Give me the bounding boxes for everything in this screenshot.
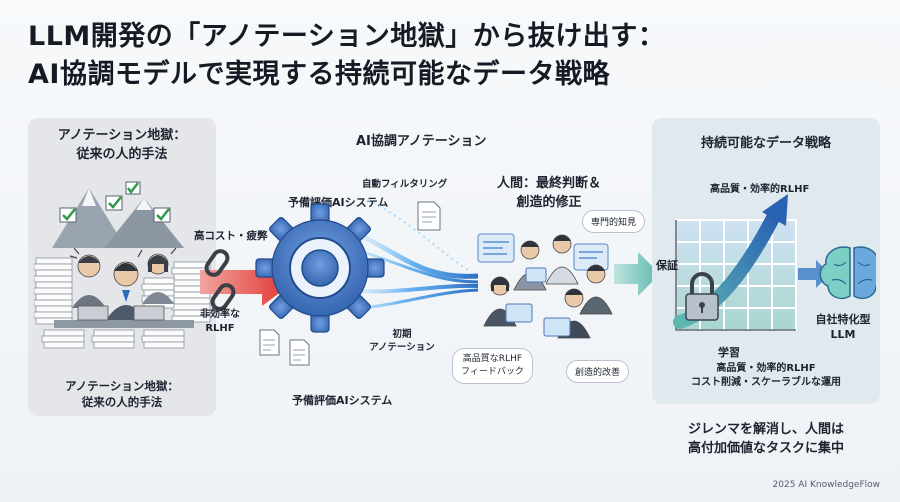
high-cost-label: 高コスト・疲弊 xyxy=(194,230,268,242)
assurance-label: 保証 xyxy=(656,259,678,272)
ai-system-label-bottom: 予備評価AIシステム xyxy=(292,394,393,407)
teal-arrow xyxy=(614,252,662,296)
human-role-label: 人間：最終判断＆ 創造的修正 xyxy=(474,174,624,212)
conclusion-line1: ジレンマを解消し、人間は xyxy=(687,422,844,437)
learning-label: 学習 xyxy=(718,346,740,359)
inefficient-line1: 非効率な xyxy=(200,309,240,320)
left-panel-header-line2: 従来の人的手法 xyxy=(76,147,168,162)
conclusion-text: ジレンマを解消し、人間は 高付加価値なタスクに集中 xyxy=(652,420,880,458)
human-line2: 創造的修正 xyxy=(516,195,582,210)
feedback-line1: 高品質なRLHF xyxy=(462,354,523,364)
document-icon xyxy=(259,201,441,366)
stressed-workers-illustration xyxy=(34,178,212,368)
improvement-bubble: 創造的改善 xyxy=(566,360,630,383)
feedback-line2: フィードバック xyxy=(461,367,524,377)
human-line1: 人間：最終判断＆ xyxy=(496,176,601,191)
initial-line1: 初期 xyxy=(392,329,412,340)
brain-icon xyxy=(819,246,876,300)
inefficient-rlhf-label: 非効率な RLHF xyxy=(196,308,244,336)
page-title-line2: AI協調モデルで実現する持続可能なデータ戦略 xyxy=(28,59,610,90)
right-bottom-label: 高品質・効率的RLHF コスト削減・スケーラブルな運用 xyxy=(652,362,880,390)
right-bottom-line2: コスト削減・スケーラブルな運用 xyxy=(691,377,841,388)
footer-credit: 2025 AI KnowledgeFlow xyxy=(772,480,880,490)
human-team-illustration xyxy=(470,222,630,352)
gear-icon xyxy=(255,203,385,333)
ai-gear-system xyxy=(228,190,488,370)
auto-filter-label: 自動フィルタリング xyxy=(362,179,448,190)
left-panel-header-line1: アノテーション地獄： xyxy=(57,128,187,143)
lock-icon xyxy=(685,272,719,321)
custom-llm-label: 自社特化型 LLM xyxy=(808,312,878,342)
conclusion-line2: 高付加価値なタスクに集中 xyxy=(687,441,844,456)
initial-line2: アノテーション xyxy=(369,342,435,353)
custom-llm-line2: LLM xyxy=(830,328,856,341)
right-panel-title: 持続可能なデータ戦略 xyxy=(700,136,831,151)
growth-chart-illustration xyxy=(666,190,876,340)
initial-annotation-label: 初期 アノテーション xyxy=(362,328,442,354)
ai-collab-section-title: AI協調アノテーション xyxy=(356,134,487,149)
left-panel-header: アノテーション地獄： 従来の人的手法 xyxy=(28,126,216,164)
feedback-bubble: 高品質なRLHF フィードバック xyxy=(452,348,533,384)
inefficient-line2: RLHF xyxy=(205,323,235,334)
broken-chain-icon xyxy=(204,249,236,311)
expertise-bubble: 専門的知見 xyxy=(582,210,646,233)
left-panel-footer: アノテーション地獄： 従来の人的手法 xyxy=(28,378,216,410)
left-panel-footer-line2: 従来の人的手法 xyxy=(81,395,163,409)
right-bottom-line1: 高品質・効率的RLHF xyxy=(716,363,816,374)
page-title-line1: LLM開発の「アノテーション地獄」から抜け出す： xyxy=(28,21,666,52)
custom-llm-line1: 自社特化型 xyxy=(815,313,871,326)
left-panel-footer-line1: アノテーション地獄： xyxy=(65,379,179,393)
right-top-label: 高品質・効率的RLHF xyxy=(710,184,810,195)
